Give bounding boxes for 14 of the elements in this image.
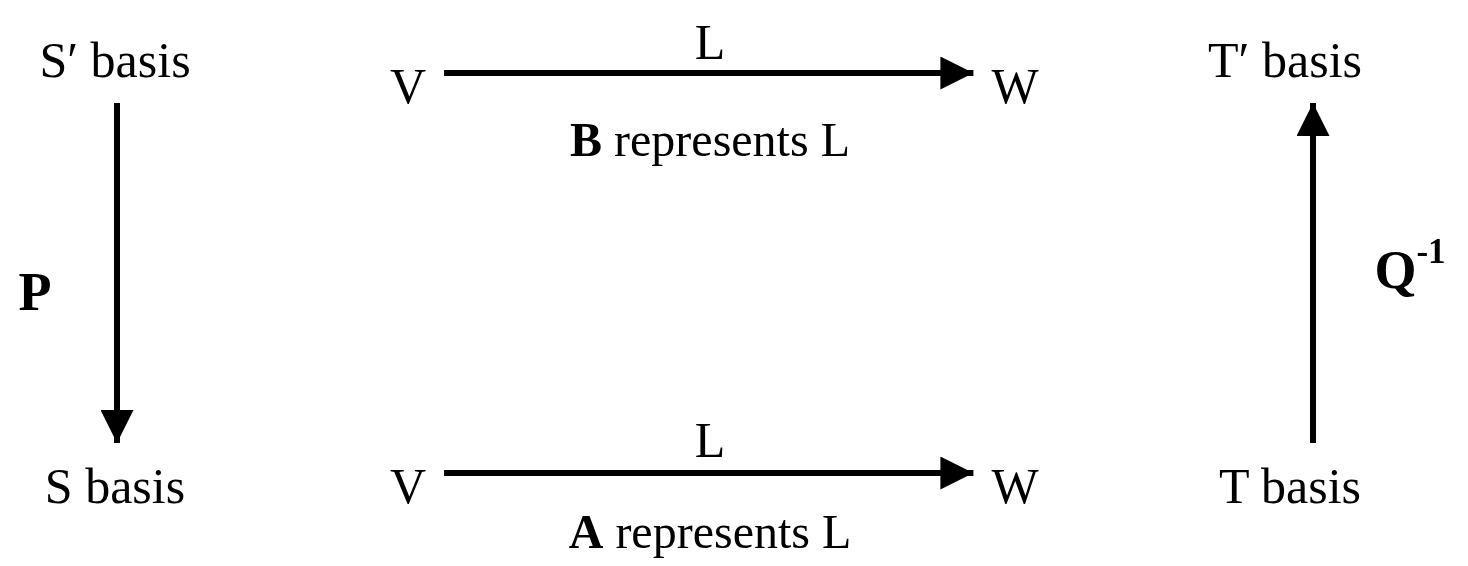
arrow [444,56,974,90]
node-label: T′ basis [1208,35,1362,85]
node-label: T basis [1218,461,1362,511]
node-label: V [389,61,427,111]
note-text: A represents L [568,505,852,559]
arrow [100,103,134,443]
arrow [444,456,974,490]
node-label: S basis [44,461,186,511]
node-label: V [389,461,427,511]
node-label: W [991,461,1039,511]
arrow [1296,103,1330,443]
node-label: W [991,61,1039,111]
node-label: S′ basis [39,35,191,85]
note-text: B represents L [570,113,850,167]
